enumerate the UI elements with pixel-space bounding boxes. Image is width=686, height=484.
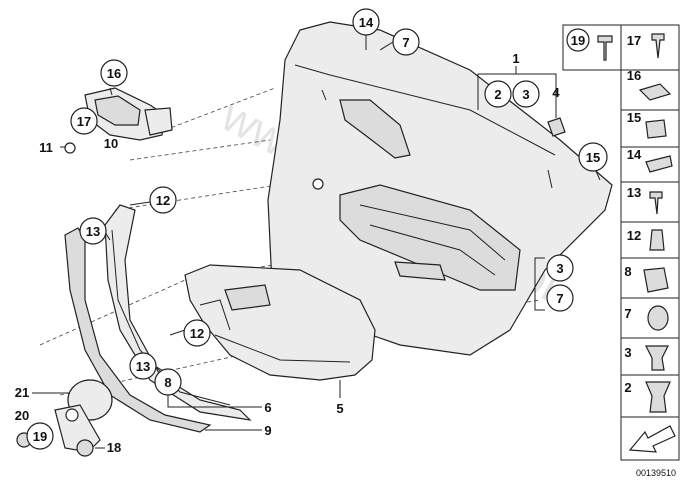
door-trim-panel — [267, 21, 613, 356]
svg-text:1: 1 — [512, 51, 519, 66]
svg-text:17: 17 — [627, 33, 641, 48]
callout-15[interactable]: 15 — [578, 142, 608, 172]
callout-19[interactable]: 19 — [26, 422, 54, 450]
svg-text:17: 17 — [77, 114, 91, 129]
callout-12-top[interactable]: 12 — [149, 186, 177, 214]
svg-text:14: 14 — [359, 15, 374, 30]
diagram-id: 00139510 — [636, 468, 676, 478]
callout-14[interactable]: 14 — [352, 8, 380, 36]
svg-text:12: 12 — [190, 326, 204, 341]
svg-text:4: 4 — [552, 85, 560, 100]
callout-11[interactable]: 11 — [39, 140, 53, 155]
callout-17-left[interactable]: 17 — [70, 107, 98, 135]
arrow-icon — [628, 425, 676, 453]
svg-text:16: 16 — [627, 68, 641, 83]
sidebar-cell-12 — [620, 221, 680, 259]
callout-16-left[interactable]: 16 — [100, 59, 128, 87]
callout-13-top[interactable]: 13 — [79, 217, 107, 245]
svg-text:6: 6 — [264, 400, 271, 415]
svg-text:19: 19 — [33, 429, 47, 444]
svg-text:15: 15 — [586, 150, 600, 165]
callout-7-right[interactable]: 7 — [546, 284, 574, 312]
callout-7-top[interactable]: 7 — [392, 28, 420, 56]
svg-text:7: 7 — [556, 291, 563, 306]
svg-text:12: 12 — [627, 228, 641, 243]
armrest-panel — [184, 264, 376, 381]
svg-text:3: 3 — [556, 261, 563, 276]
callout-21[interactable]: 21 — [15, 385, 29, 400]
clip-4 — [547, 117, 566, 137]
svg-text:2: 2 — [494, 87, 501, 102]
callout-3-top[interactable]: 3 — [512, 80, 540, 108]
sidebar-cell-3 — [620, 337, 680, 376]
svg-text:8: 8 — [624, 264, 631, 279]
svg-text:13: 13 — [627, 185, 641, 200]
svg-text:14: 14 — [627, 147, 642, 162]
callout-5[interactable]: 5 — [336, 401, 343, 416]
svg-text:3: 3 — [624, 345, 631, 360]
callout-13-bottom[interactable]: 13 — [129, 352, 157, 380]
svg-text:8: 8 — [164, 375, 171, 390]
parts-sidebar: 19 17 16 15 14 13 12 8 7 3 2 — [562, 24, 680, 461]
inner-door-handle — [64, 87, 173, 154]
svg-text:13: 13 — [86, 224, 100, 239]
svg-text:3: 3 — [522, 87, 529, 102]
svg-text:21: 21 — [15, 385, 29, 400]
callout-9[interactable]: 9 — [264, 423, 271, 438]
svg-text:19: 19 — [571, 33, 585, 48]
callout-10[interactable]: 10 — [104, 136, 118, 151]
callout-20[interactable]: 20 — [15, 408, 29, 423]
svg-text:15: 15 — [627, 110, 641, 125]
sidebar-cell-17 — [620, 24, 680, 71]
callout-8[interactable]: 8 — [154, 368, 182, 396]
svg-text:20: 20 — [15, 408, 29, 423]
svg-text:10: 10 — [104, 136, 118, 151]
svg-text:18: 18 — [107, 440, 121, 455]
trim-strips — [64, 204, 252, 433]
svg-text:7: 7 — [624, 306, 631, 321]
svg-text:16: 16 — [107, 66, 121, 81]
callout-4[interactable]: 4 — [552, 85, 560, 100]
svg-text:7: 7 — [402, 35, 409, 50]
svg-text:2: 2 — [624, 380, 631, 395]
callout-18[interactable]: 18 — [107, 440, 121, 455]
sidebar-cell-16 — [620, 69, 680, 111]
svg-text:13: 13 — [136, 359, 150, 374]
callout-2[interactable]: 2 — [484, 80, 512, 108]
callout-3-right[interactable]: 3 — [546, 254, 574, 282]
svg-text:5: 5 — [336, 401, 343, 416]
callout-6[interactable]: 6 — [264, 400, 271, 415]
svg-text:11: 11 — [39, 140, 53, 155]
callout-12-bottom[interactable]: 12 — [183, 319, 211, 347]
lower-small-parts — [16, 379, 113, 457]
callout-1[interactable]: 1 — [512, 51, 519, 66]
svg-text:12: 12 — [156, 193, 170, 208]
svg-text:9: 9 — [264, 423, 271, 438]
